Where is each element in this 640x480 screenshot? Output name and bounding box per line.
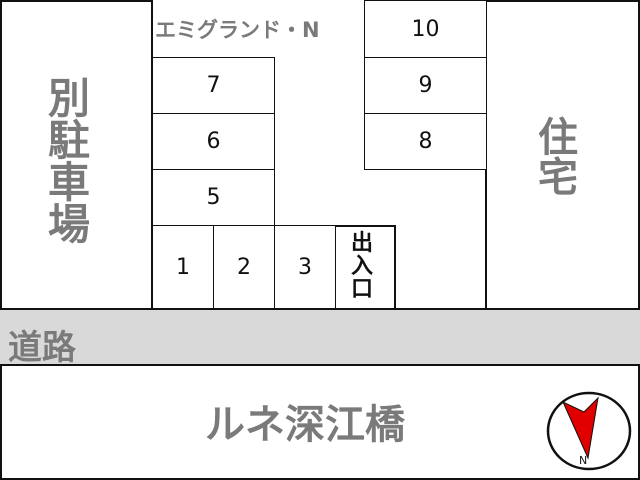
- stall-number: 9: [418, 73, 433, 98]
- parking-stall-6: 6: [152, 113, 275, 170]
- stall-number: 7: [206, 73, 221, 98]
- parking-stall-10: 10: [364, 0, 487, 58]
- separate-parking-char: 場: [48, 200, 91, 249]
- stall-number: 6: [206, 129, 221, 154]
- bottom-area: [0, 364, 640, 480]
- separate-parking-char: 駐: [48, 116, 91, 165]
- stall-number: 5: [206, 185, 221, 210]
- compass-north-icon: N: [546, 390, 632, 472]
- housing-area: [485, 0, 640, 310]
- stall-number: 2: [237, 255, 251, 280]
- stall-number: 1: [176, 255, 190, 280]
- lot-boundary: [335, 225, 396, 227]
- separate-parking-char: 別: [48, 74, 91, 123]
- separate-parking-area: [0, 0, 153, 310]
- separate-parking-label: 別 駐 車 場: [48, 78, 90, 246]
- compass-north-label: N: [579, 454, 588, 467]
- building-name: エミグランド・N: [155, 18, 320, 42]
- road-label: 道路: [8, 328, 76, 368]
- housing-char: 住: [538, 115, 578, 161]
- bridge-label: ルネ深江橋: [205, 402, 405, 448]
- parking-stall-2: 2: [213, 225, 275, 310]
- entrance-char: 口: [350, 277, 373, 303]
- stall-number: 10: [411, 16, 440, 42]
- separate-parking-char: 車: [48, 158, 91, 207]
- parking-stall-5: 5: [152, 169, 275, 226]
- stall-number: 3: [298, 255, 312, 280]
- lot-boundary: [394, 225, 396, 310]
- parking-stall-8: 8: [364, 113, 487, 170]
- parking-stall-1: 1: [152, 225, 214, 310]
- entrance-char: 出: [350, 231, 373, 256]
- road-strip: 道路: [0, 308, 640, 368]
- parking-stall-3: 3: [274, 225, 336, 310]
- entrance-label: 出 入 口: [336, 232, 388, 301]
- stall-number: 8: [418, 129, 433, 154]
- housing-label: 住 宅: [538, 118, 578, 198]
- housing-char: 宅: [538, 155, 578, 201]
- parking-stall-7: 7: [152, 57, 275, 114]
- parking-stall-9: 9: [364, 57, 487, 114]
- entrance-char: 入: [350, 254, 373, 280]
